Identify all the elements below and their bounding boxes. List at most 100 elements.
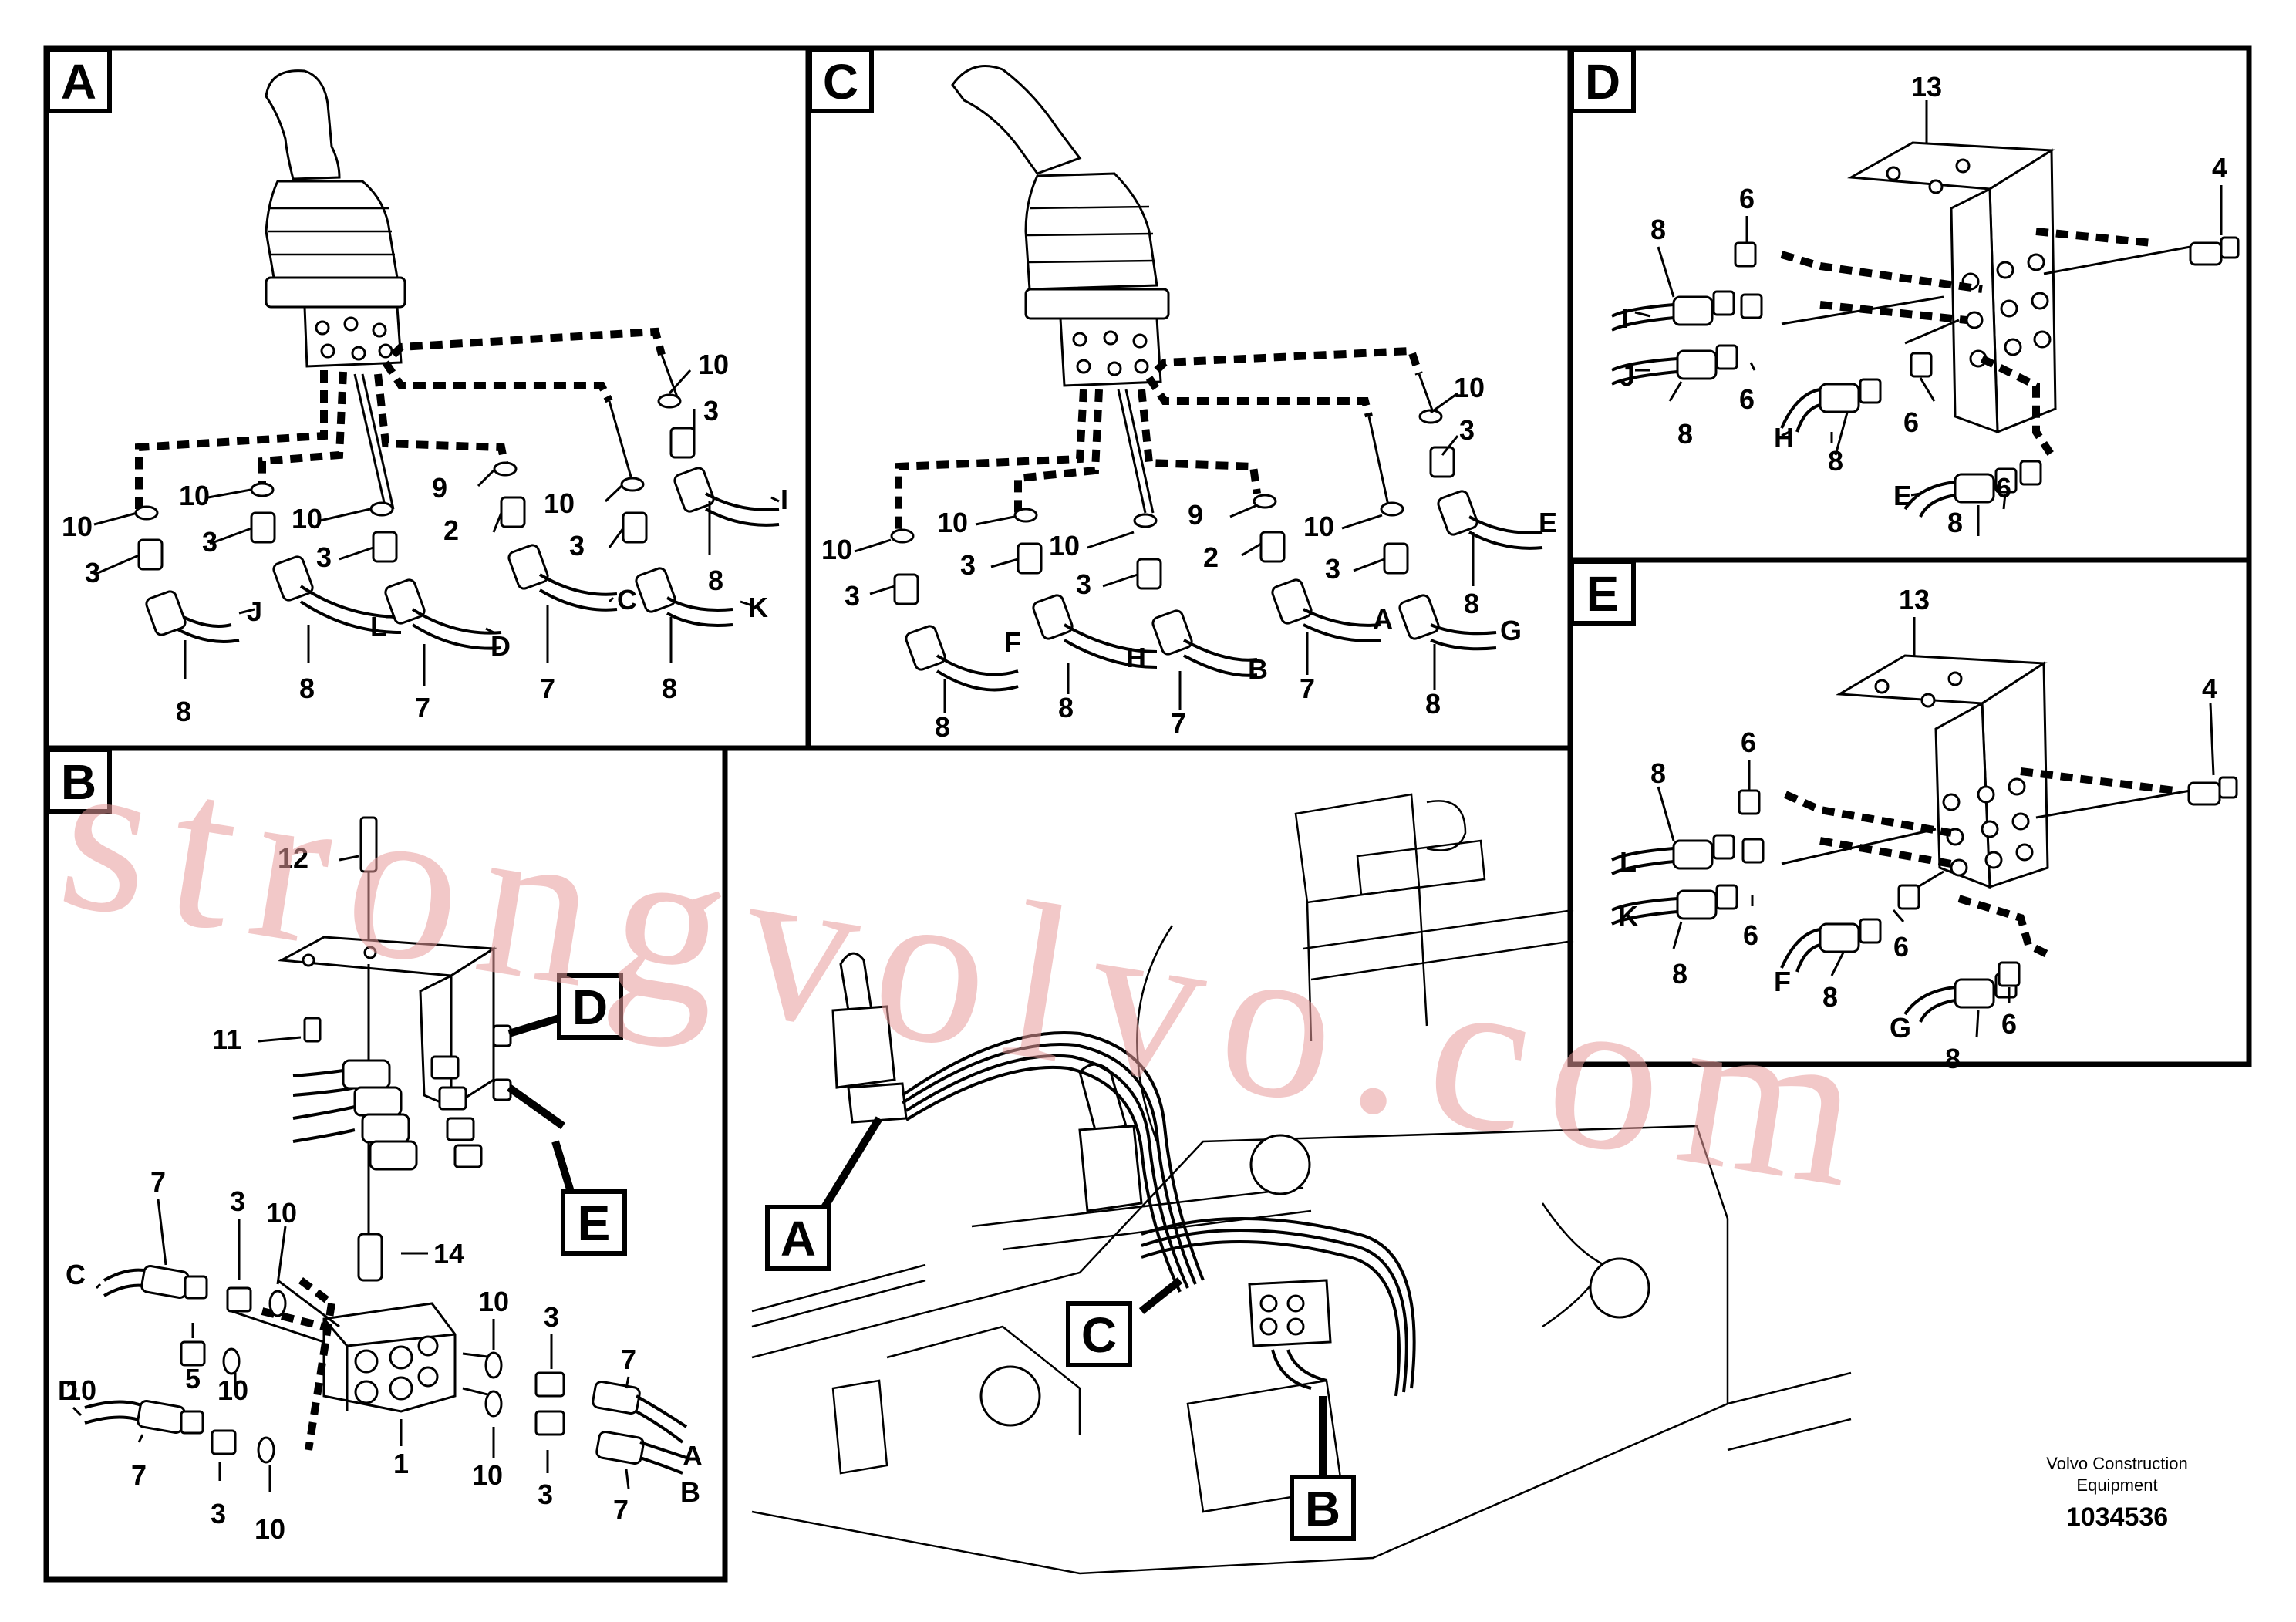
callout-c-8: 8 bbox=[1058, 692, 1074, 723]
joystick-c bbox=[951, 65, 1170, 387]
callout-c-3: 3 bbox=[1459, 414, 1475, 446]
bracket-e bbox=[1836, 654, 2049, 889]
hose-label-j: J bbox=[247, 595, 262, 627]
callout-d-6: 6 bbox=[1996, 472, 2011, 504]
callout-c-10: 10 bbox=[1454, 372, 1485, 403]
hose-label-k: K bbox=[1618, 900, 1638, 932]
joystick-a bbox=[265, 69, 406, 368]
hose-label-c: C bbox=[66, 1259, 86, 1290]
callout-b-7: 7 bbox=[150, 1166, 166, 1198]
callout-b-10: 10 bbox=[217, 1374, 248, 1406]
callout-c-7: 7 bbox=[1171, 707, 1186, 739]
ref-tag-b: B bbox=[1305, 1481, 1340, 1536]
callout-e-6: 6 bbox=[1741, 727, 1756, 758]
callout-e-8: 8 bbox=[1945, 1043, 1961, 1074]
callout-e-6: 6 bbox=[2001, 1008, 2017, 1040]
callout-c-10: 10 bbox=[1303, 511, 1334, 542]
callout-a-3: 3 bbox=[85, 557, 100, 588]
callout-b-3: 3 bbox=[230, 1185, 245, 1217]
hose-label-j: J bbox=[1620, 360, 1635, 392]
panel-d: D bbox=[1567, 45, 2252, 563]
callout-a-10: 10 bbox=[179, 480, 210, 511]
callout-e-8: 8 bbox=[1650, 757, 1666, 789]
fittings-a bbox=[134, 393, 780, 650]
callout-b-12: 12 bbox=[278, 842, 308, 874]
panel-b: B bbox=[43, 745, 728, 1583]
hose-label-c: C bbox=[617, 584, 637, 615]
hose-label-a: A bbox=[683, 1440, 703, 1472]
credit-line-2: Equipment bbox=[2076, 1475, 2157, 1495]
callout-b-3: 3 bbox=[538, 1479, 553, 1510]
callout-b-10: 10 bbox=[478, 1286, 509, 1317]
callout-a-7: 7 bbox=[540, 673, 555, 704]
ref-tag-a: A bbox=[781, 1211, 816, 1266]
hose-label-k: K bbox=[748, 592, 768, 623]
overview-ref-tags: A C B bbox=[765, 1116, 1356, 1541]
hose-label-d: D bbox=[491, 630, 511, 662]
hose-label-h: H bbox=[1126, 642, 1146, 673]
callout-d-4: 4 bbox=[2212, 152, 2227, 184]
callout-c-2: 2 bbox=[1203, 541, 1219, 573]
hose-label-f: F bbox=[1004, 626, 1021, 658]
callout-c-10: 10 bbox=[821, 534, 852, 565]
hose-label-d: D bbox=[58, 1374, 78, 1406]
panel-d-tag: D bbox=[1585, 54, 1620, 110]
bracket-d bbox=[1847, 141, 2057, 434]
hose-label-l: L bbox=[370, 611, 387, 642]
callout-d-8: 8 bbox=[1947, 507, 1963, 538]
callout-e-8: 8 bbox=[1672, 958, 1687, 990]
hose-label-b: B bbox=[1248, 653, 1268, 685]
callout-d-8: 8 bbox=[1828, 445, 1843, 477]
callout-c-3: 3 bbox=[960, 549, 976, 581]
hose-label-i: I bbox=[781, 484, 788, 515]
callout-b-7: 7 bbox=[131, 1459, 147, 1491]
drawing-number: 1034536 bbox=[2066, 1502, 2168, 1532]
callout-c-8: 8 bbox=[1425, 688, 1441, 720]
hose-label-g: G bbox=[1890, 1012, 1911, 1044]
callout-b-3: 3 bbox=[211, 1498, 226, 1529]
hose-label-h: H bbox=[1774, 422, 1794, 454]
callout-c-3: 3 bbox=[1076, 568, 1091, 600]
callout-a-3: 3 bbox=[202, 526, 217, 558]
callout-a-10: 10 bbox=[544, 487, 575, 519]
callout-a-10: 10 bbox=[292, 503, 322, 534]
hose-label-e: E bbox=[1539, 507, 1557, 538]
callout-a-8: 8 bbox=[708, 565, 723, 596]
callout-a-8: 8 bbox=[299, 673, 315, 704]
credit-block: Volvo Construction Equipment 1034536 bbox=[2046, 1454, 2187, 1532]
callout-a-2: 2 bbox=[443, 514, 459, 546]
callout-c-3: 3 bbox=[1325, 553, 1340, 585]
ref-tag-d: D bbox=[572, 980, 608, 1035]
callout-e-6: 6 bbox=[1893, 931, 1909, 963]
hose-label-a: A bbox=[1373, 603, 1393, 635]
callout-e-13: 13 bbox=[1899, 584, 1930, 615]
hose-label-g: G bbox=[1500, 615, 1522, 646]
panel-c: C bbox=[805, 45, 1573, 751]
fittings-e bbox=[1611, 776, 2238, 1023]
callout-a-8: 8 bbox=[662, 673, 677, 704]
callout-b-10: 10 bbox=[66, 1374, 96, 1406]
callout-b-3: 3 bbox=[544, 1301, 559, 1333]
callout-c-10: 10 bbox=[1049, 530, 1080, 561]
callout-a-10: 10 bbox=[698, 349, 729, 380]
callout-e-6: 6 bbox=[1743, 919, 1758, 951]
callout-a-3: 3 bbox=[316, 541, 332, 573]
callout-b-10: 10 bbox=[472, 1459, 503, 1491]
panel-b-tag: B bbox=[61, 754, 96, 810]
callout-c-10: 10 bbox=[937, 507, 968, 538]
ref-tag-e: E bbox=[578, 1195, 611, 1251]
callout-b-7: 7 bbox=[621, 1344, 636, 1375]
credit-line-1: Volvo Construction bbox=[2046, 1454, 2187, 1473]
callout-c-9: 9 bbox=[1188, 499, 1203, 531]
callout-a-3: 3 bbox=[703, 395, 719, 427]
hose-label-e: E bbox=[1893, 480, 1912, 511]
callout-c-7: 7 bbox=[1300, 673, 1315, 704]
callout-d-6: 6 bbox=[1739, 183, 1755, 214]
callout-b-7: 7 bbox=[613, 1494, 629, 1526]
ref-tag-c: C bbox=[1081, 1307, 1117, 1363]
callout-d-6: 6 bbox=[1739, 383, 1755, 415]
callout-b-10: 10 bbox=[255, 1513, 285, 1545]
callout-d-6: 6 bbox=[1903, 406, 1919, 438]
fittings-d bbox=[1611, 236, 2240, 518]
